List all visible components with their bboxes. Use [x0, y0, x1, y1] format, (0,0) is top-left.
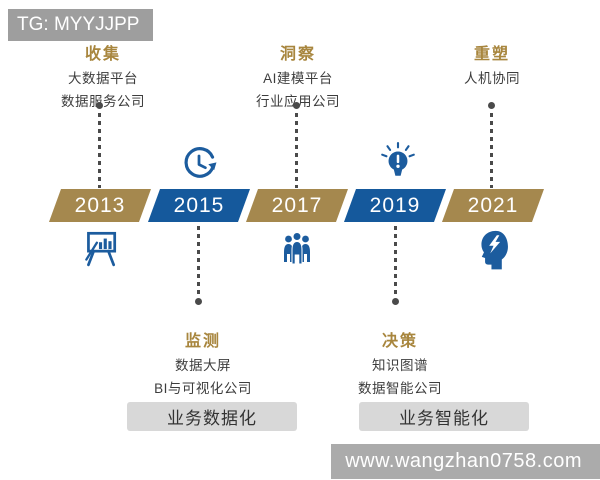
stage-title: 监测	[184, 333, 221, 350]
year-label: 2017	[271, 193, 323, 217]
telegram-watermark: TG: MYYJJPP	[8, 9, 154, 41]
connector-dashed-line	[490, 113, 493, 188]
stage-insight: 洞察 AI建模平台 行业应用公司	[203, 40, 393, 110]
stage-line: 数据大屏	[175, 358, 231, 373]
stage-line: BI与可视化公司	[154, 381, 252, 396]
stage-title: 洞察	[279, 46, 316, 63]
connector-dashed-line	[295, 113, 298, 188]
connector-dot	[96, 102, 103, 109]
connector-dashed-line	[98, 113, 101, 188]
stage-title: 收集	[84, 46, 121, 63]
stage-line: AI建模平台	[263, 71, 333, 86]
connector-dashed-line	[197, 226, 200, 296]
year-label: 2019	[369, 193, 421, 217]
website-watermark: www.wangzhan0758.com	[331, 444, 600, 479]
connector-dot	[488, 102, 495, 109]
stage-reshape: 重塑 人机协同	[397, 40, 587, 87]
year-label: 2015	[173, 193, 225, 217]
clock-history-icon	[181, 146, 217, 182]
timeline-bar: 2013 2015 2017 2019 2021	[0, 189, 600, 222]
timeline-year-2021: 2021	[441, 189, 545, 222]
stage-title: 重塑	[473, 46, 510, 63]
stage-line: 数据服务公司	[61, 94, 145, 109]
lightbulb-alert-icon	[378, 141, 418, 181]
connector-dot	[195, 298, 202, 305]
stage-decision: 决策 知识图谱 数据智能公司	[305, 327, 495, 397]
stage-line: 行业应用公司	[203, 90, 393, 110]
team-icon	[277, 228, 317, 268]
stage-monitor: 监测 数据大屏 BI与可视化公司	[108, 327, 298, 397]
timeline-year-2017: 2017	[245, 189, 349, 222]
stage-collect: 收集 大数据平台 数据服务公司	[8, 40, 198, 110]
stage-title: 决策	[381, 333, 418, 350]
stage-line: 大数据平台	[68, 71, 138, 86]
presentation-chart-icon	[79, 227, 121, 269]
stage-line: 数据智能公司	[358, 381, 442, 396]
stage-line: 知识图谱	[372, 358, 428, 373]
stage-line: 人机协同	[464, 71, 520, 86]
connector-dashed-line	[394, 226, 397, 296]
timeline-year-2015: 2015	[147, 189, 251, 222]
timeline-year-2013: 2013	[48, 189, 152, 222]
connector-dot	[293, 102, 300, 109]
year-label: 2021	[467, 193, 519, 217]
phase-box-datafication: 业务数据化	[127, 402, 297, 431]
connector-dot	[392, 298, 399, 305]
phase-box-intelligence: 业务智能化	[359, 402, 529, 431]
year-label: 2013	[74, 193, 126, 217]
head-lightning-icon	[471, 227, 515, 271]
timeline-year-2019: 2019	[343, 189, 447, 222]
